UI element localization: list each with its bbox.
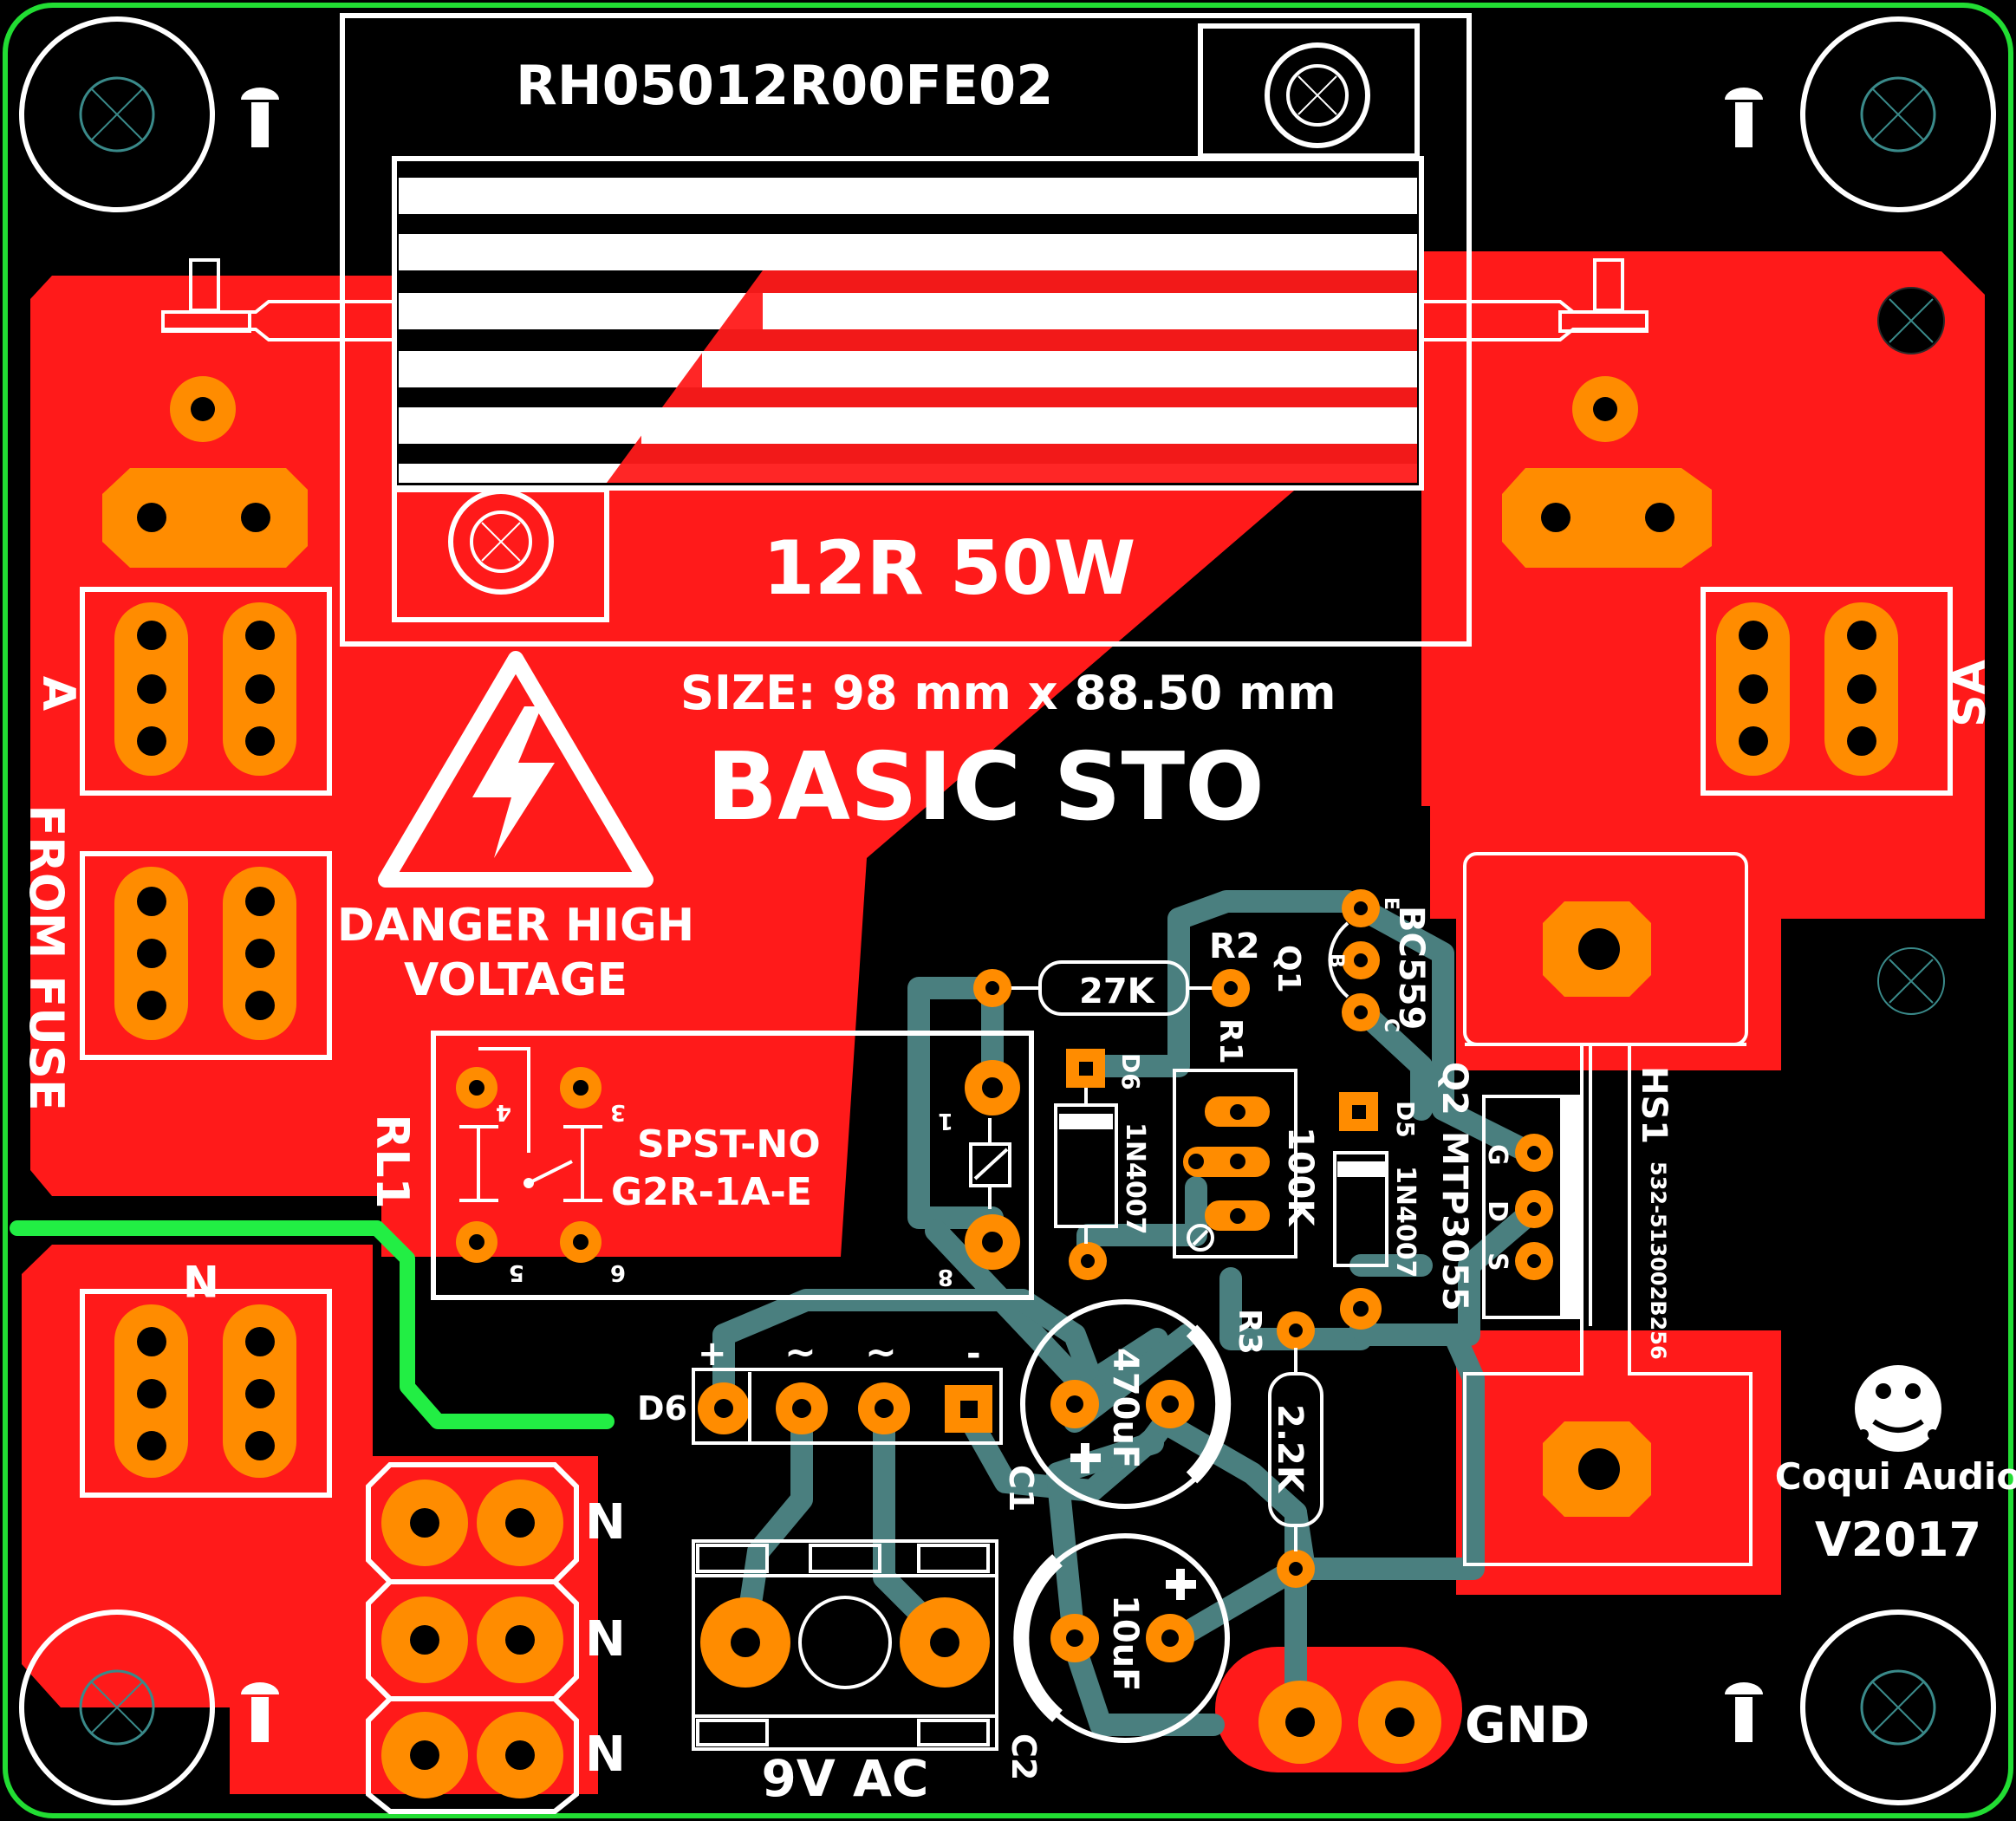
- transistor-q1: Q1 BC559 E B C: [1271, 889, 1431, 1032]
- resistor-value: 12R 50W: [763, 525, 1135, 612]
- q1-pin-b: B: [1325, 953, 1347, 968]
- relay-pin3: 3: [610, 1099, 626, 1125]
- bridge-plus: +: [698, 1334, 727, 1374]
- q1-pin-e: E: [1380, 897, 1401, 910]
- d6-label: D6: [1116, 1053, 1145, 1090]
- warning-line2: VOLTAGE: [404, 954, 628, 1006]
- bridge-ac1: ~: [784, 1330, 816, 1375]
- mounting-hole-icon: [448, 489, 554, 595]
- q1-pin-c: C: [1380, 1018, 1401, 1032]
- hs1-part: 532-513002B256: [1646, 1161, 1670, 1360]
- d6-part: 1N4007: [1120, 1122, 1150, 1234]
- label-sa: SA: [1944, 660, 1996, 727]
- mounting-hole-icon: [19, 1610, 215, 1805]
- relay-pin5: 5: [509, 1259, 524, 1285]
- brand-block: Coqui Audio V2017: [1775, 1365, 2016, 1567]
- r2-label: R2: [1209, 927, 1260, 966]
- heatsink-hs1: HS1 532-513002B256: [1463, 852, 1753, 1566]
- bridge-minus: -: [966, 1334, 981, 1374]
- gnd-terminal: GND: [1258, 1681, 1590, 1764]
- ac-input-terminal: 9V AC: [692, 1539, 998, 1808]
- trimmer-r1: R1 100K: [1173, 1018, 1320, 1258]
- diode-d6: D6 1N4007: [1054, 1049, 1150, 1280]
- relay-label: RL1: [366, 1114, 418, 1208]
- bridge-rectifier: D6 + ~ ~ -: [637, 1330, 1003, 1445]
- mounting-hole-icon: [1800, 1610, 1996, 1805]
- resistor-part-number: RH05012R00FE02: [516, 54, 1053, 117]
- c1-value: 470uF: [1105, 1348, 1145, 1468]
- r1-label: R1: [1213, 1018, 1248, 1064]
- mounting-hole-icon: [1265, 42, 1370, 148]
- capacitor-c1: 470uF C1: [1002, 1299, 1232, 1512]
- power-resistor: RH05012R00FE02 12R 50W: [161, 13, 1649, 647]
- mounting-hole-icon: [1877, 947, 1945, 1015]
- warning-line1: DANGER HIGH: [337, 900, 694, 952]
- r2-value: 27K: [1079, 972, 1156, 1011]
- terminal-block-fuse: [80, 851, 332, 1060]
- relay-pin4: 4: [496, 1099, 511, 1125]
- resistor-r3: 2.2K R3: [1232, 1309, 1323, 1588]
- label-n: N: [183, 1255, 219, 1305]
- relay-type: SPST-NO: [637, 1122, 821, 1167]
- board-size: SIZE: 98 mm x 88.50 mm: [680, 666, 1336, 720]
- diode-d5: D5 1N4007: [1333, 1092, 1421, 1330]
- brand-name: Coqui Audio: [1775, 1455, 2016, 1498]
- lightning-icon: [472, 706, 555, 858]
- mounting-hole-icon: [1800, 16, 1996, 212]
- label-a: A: [32, 676, 84, 711]
- danger-warning: DANGER HIGH VOLTAGE: [337, 651, 694, 1006]
- screw-icon: [241, 1682, 279, 1742]
- label-from-fuse: FROM FUSE: [19, 804, 74, 1110]
- q2-part: MTP3055: [1434, 1131, 1474, 1311]
- resistor-r2: 27K R2: [973, 927, 1260, 1016]
- q2-pin-d: D: [1482, 1200, 1512, 1222]
- screw-icon: [1725, 88, 1763, 147]
- c2-label: C2: [1005, 1733, 1043, 1780]
- transistor-q2: G D S Q2 MTP3055: [1434, 1062, 1581, 1319]
- frog-logo-icon: [1855, 1365, 1941, 1452]
- relay-rl1: RL1 4 3 5 6 SPST-NO G2R-1A-E 1 8: [366, 1031, 1034, 1300]
- green-jumper: [10, 1220, 615, 1429]
- relay-part: G2R-1A-E: [611, 1170, 812, 1214]
- label-n-3: N: [585, 1727, 626, 1783]
- label-n-1: N: [585, 1494, 626, 1551]
- n-output-pads: [366, 1462, 579, 1814]
- mounting-hole-icon: [19, 16, 215, 212]
- terminal-block-sa: [1701, 587, 1953, 796]
- q2-pin-g: G: [1482, 1144, 1512, 1166]
- gnd-label: GND: [1465, 1695, 1590, 1754]
- capacitor-c2: 10uF C2: [1005, 1533, 1230, 1780]
- q1-label: Q1: [1271, 945, 1306, 993]
- bridge-label: D6: [637, 1389, 687, 1428]
- bridge-ac2: ~: [865, 1330, 897, 1375]
- r3-value: 2.2K: [1270, 1404, 1310, 1494]
- q1-part: BC559: [1391, 906, 1431, 1030]
- relay-pin1: 1: [938, 1108, 953, 1134]
- mounting-hole-icon: [1877, 287, 1945, 354]
- screw-icon: [1725, 1682, 1763, 1742]
- q2-label: Q2: [1434, 1062, 1474, 1115]
- terminal-block-n: [80, 1289, 332, 1498]
- c2-value: 10uF: [1105, 1595, 1145, 1691]
- ac-label: 9V AC: [762, 1749, 929, 1808]
- board-title: BASIC STO: [706, 733, 1265, 842]
- board-version: V2017: [1815, 1512, 1981, 1567]
- relay-pin6: 6: [610, 1259, 626, 1285]
- screw-icon: [241, 88, 279, 147]
- corner-mounting-holes: [19, 16, 1996, 1805]
- r1-value: 100K: [1280, 1127, 1320, 1227]
- d5-label: D5: [1391, 1101, 1420, 1138]
- hs1-label: HS1: [1634, 1066, 1674, 1144]
- terminal-pads: [102, 376, 1712, 568]
- d5-part: 1N4007: [1390, 1166, 1421, 1278]
- relay-pin8: 8: [938, 1264, 953, 1290]
- c1-label: C1: [1002, 1465, 1040, 1512]
- q2-pin-s: S: [1482, 1252, 1512, 1271]
- r3-label: R3: [1232, 1309, 1267, 1355]
- terminal-block-a: [80, 587, 332, 796]
- label-n-2: N: [585, 1611, 626, 1668]
